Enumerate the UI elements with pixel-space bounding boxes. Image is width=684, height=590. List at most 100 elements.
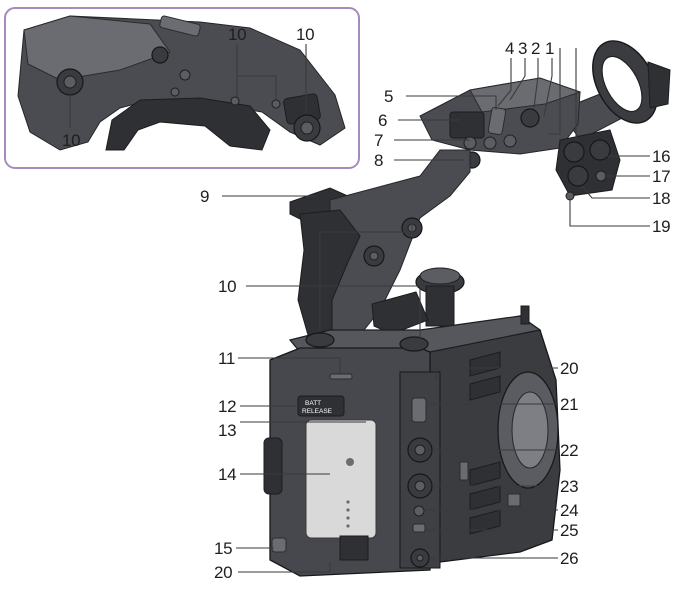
body-top-pin bbox=[520, 305, 530, 325]
connector-bnc-b-inner bbox=[414, 480, 426, 492]
inset-screw-hole-center-a bbox=[230, 96, 240, 106]
leader-unlabeled-a bbox=[548, 48, 561, 135]
connector-jack bbox=[413, 505, 425, 517]
callout-24: 24 bbox=[560, 501, 578, 520]
callout-10-inset-left: 10 bbox=[62, 131, 80, 150]
callout-21: 21 bbox=[560, 395, 578, 414]
callout-3: 3 bbox=[518, 39, 527, 58]
body-screw-left bbox=[305, 332, 335, 348]
callout-18: 18 bbox=[652, 189, 670, 208]
battery-indicator-dot bbox=[346, 458, 354, 466]
callout-4: 4 bbox=[505, 39, 514, 58]
leader-5 bbox=[406, 95, 497, 110]
callout-15: 15 bbox=[214, 539, 232, 558]
body-vent-4 bbox=[469, 485, 501, 511]
top-slot bbox=[329, 373, 353, 380]
connector-hdmi bbox=[411, 397, 427, 423]
leader-3 bbox=[509, 58, 526, 101]
callout-10-main: 10 bbox=[218, 277, 236, 296]
handle-button-7b bbox=[483, 136, 497, 150]
handle-top-face bbox=[469, 77, 582, 113]
mic-holder-clamp bbox=[647, 61, 671, 109]
handle-button-7c bbox=[503, 134, 517, 148]
handle-unit bbox=[289, 77, 621, 343]
callout-14: 14 bbox=[218, 465, 236, 484]
callout-13: 13 bbox=[218, 421, 236, 440]
audio-input-block bbox=[555, 129, 621, 197]
body-screw-right bbox=[399, 336, 429, 352]
battery-level-1 bbox=[346, 500, 350, 504]
input-connector-b bbox=[589, 139, 611, 161]
callout-9: 9 bbox=[200, 187, 209, 206]
input-connector-c bbox=[567, 165, 589, 187]
handle-grip-front bbox=[297, 209, 361, 343]
batt-release-text-1: BATT bbox=[305, 400, 321, 407]
handle-side-panel bbox=[449, 111, 485, 139]
leader-10-bracket bbox=[319, 220, 413, 332]
inset-button-a bbox=[179, 69, 191, 81]
camera-illustration: BATT RELEASE bbox=[62, 25, 671, 582]
inset-screw-hole-right-inner bbox=[300, 121, 314, 135]
inset-screw-hole-left-inner bbox=[63, 75, 77, 89]
handle-dial bbox=[520, 108, 540, 128]
inset-leader-10a bbox=[236, 44, 277, 100]
attach-knob-stem bbox=[425, 285, 455, 327]
inset-dial bbox=[151, 46, 169, 64]
inset-grip bbox=[105, 97, 271, 151]
inset-lever bbox=[159, 15, 201, 37]
handle-button-7a bbox=[463, 136, 477, 150]
callout-20-lower: 20 bbox=[214, 563, 232, 582]
callout-20-upper: 20 bbox=[560, 359, 578, 378]
leader-4 bbox=[497, 58, 512, 107]
input-connector-a bbox=[563, 141, 585, 163]
connector-usb bbox=[412, 523, 426, 533]
callout-10-inset-a: 10 bbox=[228, 25, 246, 44]
side-small-switch bbox=[459, 461, 469, 481]
callout-22: 22 bbox=[560, 441, 578, 460]
mic-holder-ring-inner bbox=[601, 55, 643, 113]
bottom-lever bbox=[271, 537, 287, 553]
handle-lever bbox=[487, 106, 507, 136]
inset-top-plate bbox=[23, 15, 171, 81]
callout-23: 23 bbox=[560, 477, 578, 496]
inset-button-b bbox=[170, 87, 180, 97]
handle-base-clip bbox=[371, 291, 429, 335]
strap-slot-left bbox=[263, 437, 283, 495]
camera-body: BATT RELEASE bbox=[263, 305, 561, 577]
callout-6: 6 bbox=[378, 111, 387, 130]
lens-mount-inner bbox=[511, 391, 549, 469]
handle-underside-inset bbox=[4, 7, 360, 169]
body-vent-2 bbox=[469, 375, 501, 401]
callout-25: 25 bbox=[560, 521, 578, 540]
input-connector-e bbox=[565, 191, 575, 201]
battery bbox=[305, 419, 377, 539]
callout-16: 16 bbox=[652, 147, 670, 166]
callout-10-inset-b: 10 bbox=[296, 25, 314, 44]
battery-level-2 bbox=[346, 508, 350, 512]
callout-labels: 10 10 10 4 3 2 1 5 6 7 8 9 10 11 12 13 1… bbox=[62, 25, 671, 582]
connector-bnc-a-inner bbox=[414, 444, 426, 456]
leader-2 bbox=[533, 58, 539, 109]
side-small-square bbox=[507, 493, 521, 507]
connector-dc-inner bbox=[416, 554, 424, 562]
leader-10-main bbox=[246, 285, 421, 340]
inset-screw-hole-center-b bbox=[271, 99, 281, 109]
callout-2: 2 bbox=[531, 39, 540, 58]
batt-release-text-2: RELEASE bbox=[302, 408, 333, 415]
callout-17: 17 bbox=[652, 167, 670, 186]
mic-holder bbox=[559, 40, 671, 141]
battery-clip bbox=[339, 535, 369, 561]
leader-lines bbox=[222, 48, 650, 573]
battery-level-4 bbox=[346, 524, 350, 528]
callout-12: 12 bbox=[218, 397, 236, 416]
leader-20-lower bbox=[238, 562, 331, 573]
leader-11 bbox=[238, 357, 341, 374]
handle-screw-front-inner bbox=[369, 251, 379, 261]
leader-1 bbox=[543, 58, 553, 117]
callout-7: 7 bbox=[374, 131, 383, 150]
battery-level-3 bbox=[346, 516, 350, 520]
callout-26: 26 bbox=[560, 549, 578, 568]
attach-knob-top bbox=[419, 267, 461, 285]
callout-8: 8 bbox=[374, 151, 383, 170]
